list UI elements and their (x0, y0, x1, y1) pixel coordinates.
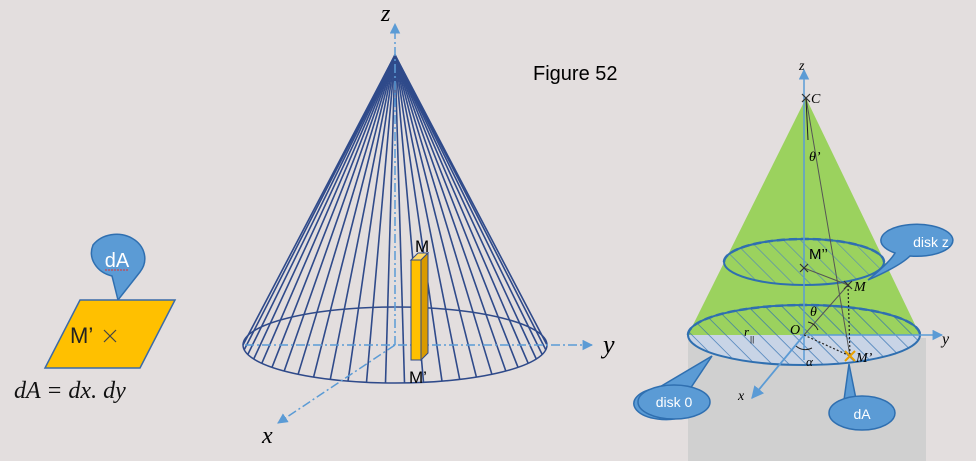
m-cross-icon (843, 280, 853, 290)
middle-x-label: x (261, 423, 273, 449)
cone-generator-line (365, 54, 396, 383)
cone-generator-line (297, 54, 396, 375)
m-label: M (853, 280, 867, 295)
cone-generator-line (247, 54, 396, 355)
alpha-label: α (806, 354, 814, 369)
radius-subscript: || (750, 335, 754, 344)
theta-prime-label: θ’ (809, 150, 821, 165)
da-callout-right-label: dA (853, 406, 871, 422)
middle-z-label: z (380, 1, 391, 27)
cone-generator-line (312, 54, 396, 378)
m-double-prime-label: M’’ (809, 246, 828, 263)
m-prime-label-right: M’ (855, 351, 873, 366)
cone-generator-line (394, 54, 548, 346)
c-point-cross-icon (801, 93, 811, 103)
middle-panel: z y x M M’ (242, 1, 615, 449)
origin-o-label: O (790, 323, 800, 338)
cone-generator-line (394, 54, 507, 372)
da-callout: dA (90, 233, 146, 302)
cone-generator-line (252, 54, 396, 360)
radius-r-label: r (744, 324, 750, 339)
middle-y-label: y (600, 330, 615, 359)
cone-generator-line (394, 54, 493, 375)
cone-generator-line (394, 54, 406, 383)
disk-z-callout-label: disk z (913, 234, 949, 250)
cone-generator-line (394, 54, 543, 355)
line-c-to-m-prime (805, 97, 851, 357)
right-x-label: x (737, 389, 745, 404)
cone-generator-lines (242, 54, 548, 383)
m-double-to-m-line (803, 267, 849, 286)
disk-0-callout: disk 0 (633, 355, 713, 421)
cone-generator-line (394, 54, 529, 364)
cone-generator-line (261, 54, 396, 364)
cone-generator-line (394, 54, 519, 368)
cone-generator-line (394, 54, 538, 360)
cone-generator-line (347, 54, 396, 382)
right-x-axis (751, 334, 805, 399)
right-y-label: y (940, 331, 950, 348)
cone-generator-line (271, 54, 396, 368)
x-axis (277, 344, 396, 424)
cone-generator-line (384, 54, 396, 383)
theta-arc (807, 321, 819, 331)
cone-generator-line (283, 54, 396, 372)
cone-generator-line (394, 54, 461, 380)
m-prime-label: M’ (70, 323, 93, 348)
left-panel: dA M’ dA = dx. dy (14, 233, 177, 404)
disk-z-callout: disk z (867, 223, 954, 281)
cone-generator-line (394, 54, 478, 378)
da-callout-right: dA (828, 363, 896, 431)
disk-0-callout-label: disk 0 (656, 394, 693, 410)
o-to-m-prime-dotted (803, 334, 851, 357)
middle-m-prime-label: M’ (409, 368, 427, 387)
o-to-m-line (803, 284, 849, 336)
prism-column (409, 251, 430, 362)
right-panel: z y x C θ’ M’’ M θ O r || α M (633, 59, 954, 461)
cone-generator-line (243, 54, 396, 351)
theta-label: θ (810, 305, 817, 320)
cross-marker-icon (103, 329, 117, 343)
figure-label: Figure 52 (533, 63, 618, 85)
apex-c-label: C (811, 92, 821, 107)
cone-generator-line (329, 54, 396, 380)
area-formula: dA = dx. dy (14, 378, 126, 404)
area-element-parallelogram (43, 299, 177, 369)
da-callout-label: dA (105, 250, 130, 272)
m-prime-cross-icon (844, 350, 856, 362)
alpha-arc (795, 345, 813, 351)
cone-generator-line (394, 54, 443, 382)
right-z-label: z (798, 59, 805, 74)
theta-prime-ray (805, 97, 809, 141)
m-double-cross-icon (799, 263, 809, 273)
middle-m-label: M (415, 237, 429, 256)
